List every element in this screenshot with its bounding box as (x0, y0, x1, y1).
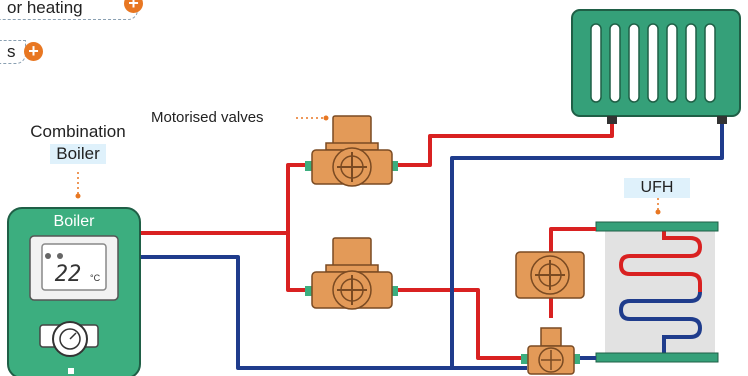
radiator-fin (628, 23, 640, 103)
ufh-leader-dot (655, 209, 661, 215)
motorised-valve-2 (305, 237, 398, 310)
valve-connector (305, 286, 313, 296)
flow-pipes (140, 123, 614, 360)
return-pipe-from-radiator (450, 123, 724, 368)
valve-connector (390, 161, 398, 171)
return-pipe-to-boiler (140, 255, 527, 370)
heating-info-label: or heating (7, 0, 83, 17)
radiator-fin (666, 23, 678, 103)
flow-pipe-to-ufh-valve (394, 288, 527, 360)
valve-connector (572, 354, 580, 364)
valve-connector (521, 354, 529, 364)
pressure-gauge-needle (69, 332, 77, 340)
secondary-info-label: s (7, 42, 16, 61)
valve-cross (337, 152, 367, 182)
boiler-indicator (68, 368, 74, 374)
valve-cross (541, 350, 561, 370)
radiator-fin (609, 23, 621, 103)
radiator-valve-right (717, 116, 727, 124)
ufh-mixing-valve (515, 251, 585, 299)
ufh-label: UFH (624, 178, 690, 198)
boiler-title: Boiler (54, 213, 96, 230)
valves-leader-dot (323, 115, 329, 121)
combination-boiler-label: Combination Boiler (18, 122, 138, 164)
ufh-return-coil (618, 291, 703, 356)
ufh-top-manifold (595, 221, 719, 232)
ufh-lower-valve (521, 327, 580, 375)
flow-pipe-to-valve2 (286, 233, 310, 292)
thermostat-unit: °C (90, 273, 101, 283)
tap-icon (57, 253, 63, 259)
secondary-info-pill[interactable]: s (0, 40, 26, 64)
flow-pipe-boiler-to-valve1 (140, 163, 310, 235)
radiator-fin (647, 23, 659, 103)
thermostat-temperature: 22 (55, 262, 82, 287)
ufh-bottom-manifold (595, 352, 719, 363)
ufh-flow-coil (618, 228, 703, 292)
radiator (571, 9, 741, 124)
expand-secondary-plus-icon[interactable]: + (24, 42, 43, 61)
combination-boiler-line2: Boiler (50, 144, 106, 164)
heating-info-pill[interactable]: or heating (0, 0, 138, 20)
flame-icon (45, 253, 51, 259)
radiator-fin (704, 23, 716, 103)
radiator-fin (685, 23, 697, 103)
radiator-fin (590, 23, 602, 103)
valve-cross (337, 275, 367, 305)
underfloor-heating-panel (595, 221, 719, 363)
motorised-valves-label: Motorised valves (151, 108, 264, 128)
radiator-valve-left (607, 116, 617, 124)
valve-connector (390, 286, 398, 296)
valve-cross (535, 260, 565, 290)
motorised-valve-1 (305, 115, 398, 187)
expand-heating-plus-icon[interactable]: + (124, 0, 143, 13)
valve-connector (305, 161, 313, 171)
valve-actuator (540, 327, 562, 347)
valve-actuator (332, 237, 372, 269)
flow-pipe-to-radiator (394, 123, 614, 167)
valve-actuator (332, 115, 372, 147)
boiler-leader-dot (75, 193, 81, 199)
combination-boiler: Boiler 22 °C (7, 207, 141, 376)
combination-boiler-line1: Combination (30, 122, 126, 141)
